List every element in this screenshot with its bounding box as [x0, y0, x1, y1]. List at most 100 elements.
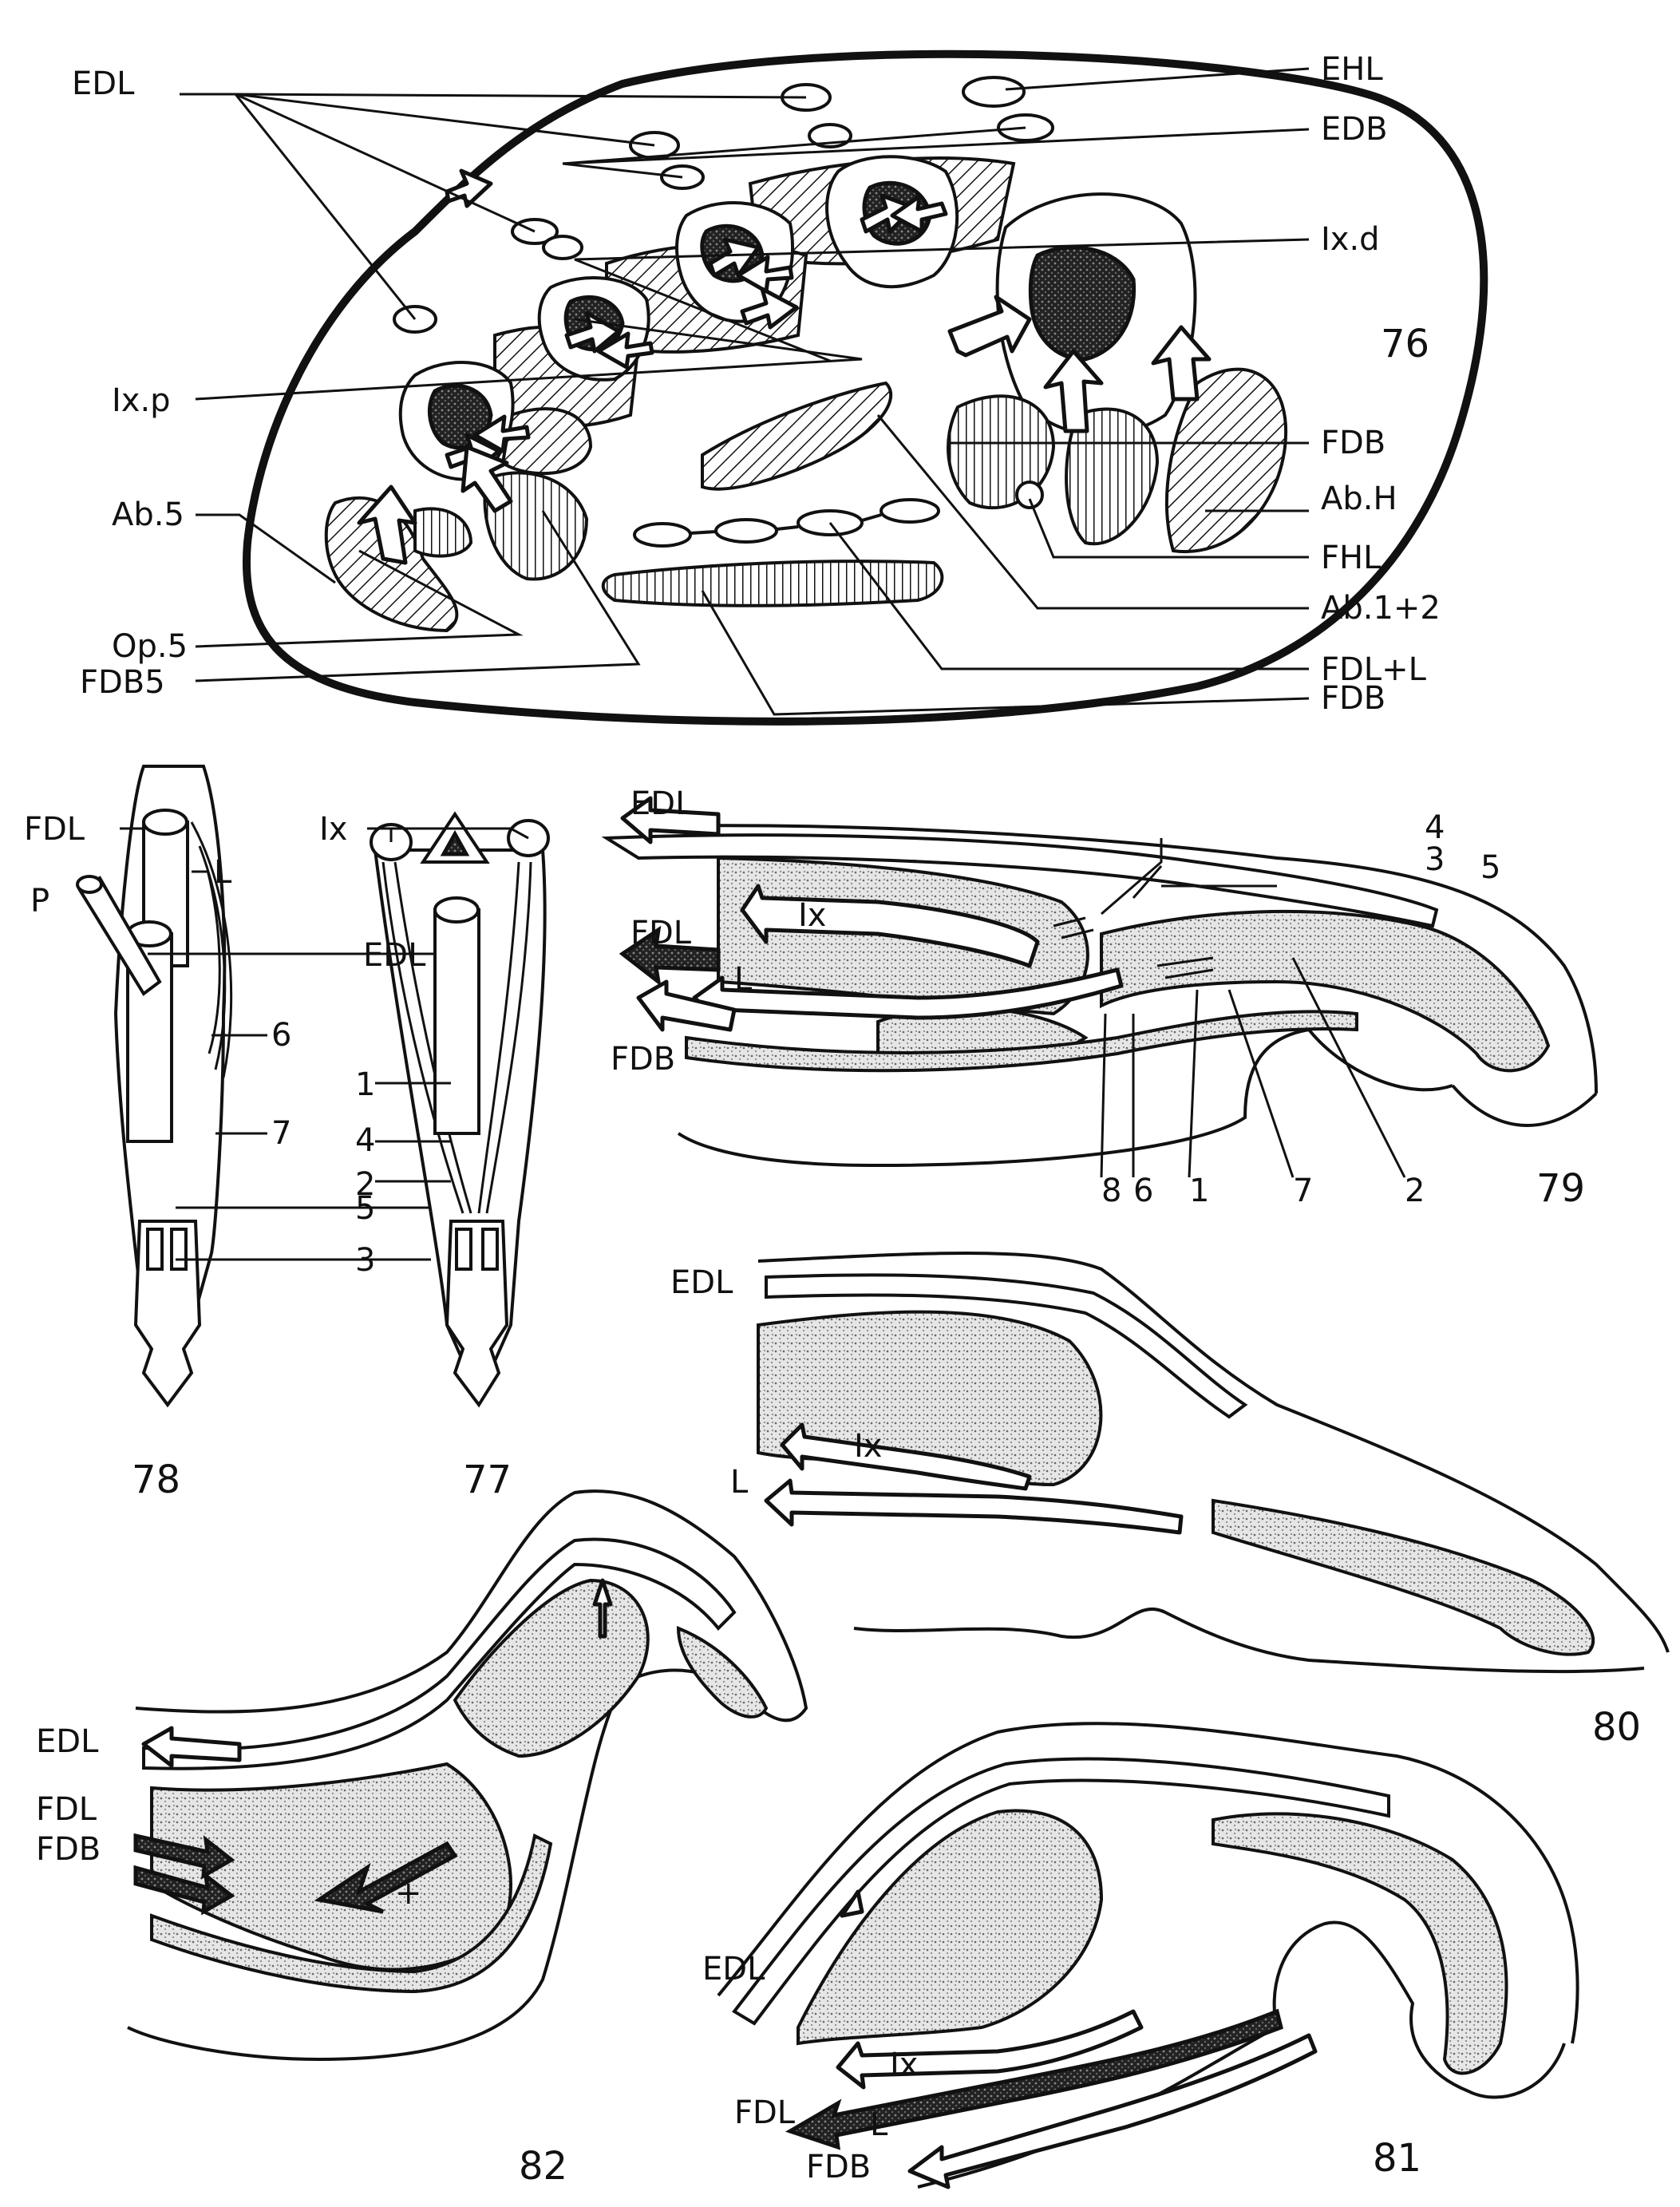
fig79-label-fdl: FDL	[630, 915, 692, 951]
fig79-number: 79	[1536, 1166, 1585, 1211]
figure-78-toe-view: FDL L P EDL 6 7 78	[24, 765, 447, 1502]
fig76-label-op5: Op.5	[112, 628, 188, 665]
fig76-label-ixd: Ix.d	[1321, 221, 1380, 258]
fig76-label-edb: EDB	[1321, 111, 1388, 148]
phalanx	[146, 1228, 164, 1271]
bone-marrow	[440, 829, 470, 856]
fig78-label-p: P	[30, 883, 49, 920]
figure-76-leader-lines	[180, 67, 1310, 716]
fig79-label-6: 6	[1133, 1173, 1153, 1209]
opponens-5-muscle	[413, 507, 473, 558]
ix-arrow	[740, 884, 1040, 968]
fig76-label-fdll: FDL+L	[1321, 651, 1427, 688]
fig82-label-fdl: FDL	[36, 1791, 97, 1828]
fig76-label-fhl: FHL	[1321, 540, 1382, 576]
figure-81-flexed-toe: EDL Ix FDL L FDB 81	[702, 1722, 1579, 2189]
skin-dorsal	[654, 824, 1598, 1094]
fig77-label-2: 2	[355, 1166, 375, 1203]
figure-76-cross-section: EDL EHL EDB Ix.d Ix.p FDB Ab.H Ab.5 FHL …	[72, 49, 1488, 726]
fig78-label-7: 7	[271, 1115, 291, 1152]
fig78-label-6: 6	[271, 1017, 291, 1054]
figure-82-flexed-toe: EDL FDL FDB + 82	[36, 1489, 808, 2189]
fig76-label-edl: EDL	[72, 65, 135, 102]
fig76-label-fdb-bottom: FDB	[1321, 680, 1386, 717]
fig79-label-8: 8	[1101, 1173, 1121, 1209]
foot-outline	[243, 49, 1488, 726]
fig76-label-fdb: FDB	[1321, 425, 1386, 461]
ix-arrow	[836, 2009, 1144, 2090]
fig79-label-1: 1	[1189, 1173, 1209, 1209]
dorsal-hood-lines	[1053, 916, 1214, 979]
figure-77-toe-view: Ix 1 4 2 5 3 77	[319, 811, 550, 1502]
fig77-label-1: 1	[355, 1066, 375, 1103]
phalanx	[481, 1228, 499, 1271]
edl-tendon-cylinder	[433, 908, 480, 1135]
proximal-phalanx	[453, 1578, 650, 1758]
phalanx	[170, 1228, 188, 1271]
fhl-tendon	[1015, 481, 1044, 509]
interosseus-muscle	[500, 407, 593, 476]
lumbrical-arrow	[692, 967, 1124, 1024]
fig79-label-ix: Ix	[798, 897, 826, 934]
skin-dorsal	[757, 1252, 1670, 1653]
fig78-label-fdl: FDL	[24, 811, 85, 848]
fig80-label-l: L	[730, 1464, 749, 1501]
adductor-oblique-muscle	[701, 381, 893, 491]
ehl-tendon	[962, 76, 1026, 108]
metatarsal-head	[797, 1809, 1104, 2046]
skin-outline	[127, 1489, 808, 2062]
fig76-label-ixp: Ix.p	[112, 382, 171, 419]
small-arrow	[592, 1578, 613, 1639]
figure-79-sagittal-toe: EDL 4 3 5 FDL Ix L FDB 8 6 1 7 2 79	[601, 785, 1598, 1211]
force-arrows	[357, 168, 1212, 565]
fdb-muscle	[601, 560, 944, 607]
fig78-number: 78	[132, 1457, 180, 1502]
fdb-arrow	[636, 979, 737, 1032]
fig79-label-4: 4	[1425, 809, 1445, 846]
fdl-fdb-dark-arrows	[133, 1833, 235, 1880]
p-tendon-top	[76, 875, 103, 894]
figure-80-sagittal-toe: EDL Ix L 80	[670, 1252, 1670, 1750]
skin-plantar	[677, 1027, 1598, 1168]
phalanx	[455, 1228, 472, 1271]
fdl-arrow-dark	[619, 925, 721, 987]
interosseus-fibers	[381, 861, 532, 1214]
fdl-tendon-top	[142, 809, 188, 836]
fig81-label-l: L	[870, 2106, 888, 2143]
edl-tendon	[142, 1537, 737, 1770]
fig77-label-4: 4	[355, 1122, 375, 1159]
lumbrical-arrow	[764, 1478, 1184, 1535]
fig81-label-fdb: FDB	[806, 2149, 871, 2185]
fig79-label-3: 3	[1425, 841, 1445, 878]
fig79-label-l: L	[734, 961, 753, 998]
abductor-hallucis-muscle	[1164, 367, 1288, 554]
skin-plantar	[853, 1607, 1645, 1674]
skin-dorsal	[717, 1722, 1579, 2044]
fdl-lumbrical-tendon-chain	[633, 498, 940, 548]
plantar-fat-pad	[685, 1010, 1358, 1073]
fig76-number: 76	[1381, 322, 1429, 366]
fig79-label-7: 7	[1293, 1173, 1313, 1209]
fig77-number: 77	[463, 1457, 512, 1502]
fig82-number: 82	[519, 2144, 567, 2189]
edl-tendon	[601, 833, 1439, 928]
phalanx-bones	[1100, 909, 1551, 1073]
edl-tendon	[765, 1273, 1248, 1419]
fig81-label-fdl: FDL	[734, 2094, 796, 2131]
fig78-label-l: L	[214, 854, 232, 891]
fig77-label-5: 5	[355, 1190, 375, 1227]
phalanges	[1212, 1812, 1508, 2075]
fig81-number: 81	[1373, 2136, 1421, 2181]
edl-tendon	[732, 1757, 1390, 2026]
edl-arrow	[141, 1726, 242, 1768]
fig80-label-ix: Ix	[854, 1428, 882, 1465]
fig77-label-3: 3	[355, 1242, 375, 1279]
fdl-dark-arrow	[785, 2008, 1283, 2150]
fig79-label-5: 5	[1480, 849, 1500, 886]
fig77-label-ix: Ix	[319, 811, 347, 848]
edl-arrow	[620, 796, 721, 844]
resultant-dark-arrow	[314, 1841, 458, 1914]
fig82-label-plus: +	[395, 1875, 422, 1912]
small-arrow	[840, 1889, 864, 1918]
